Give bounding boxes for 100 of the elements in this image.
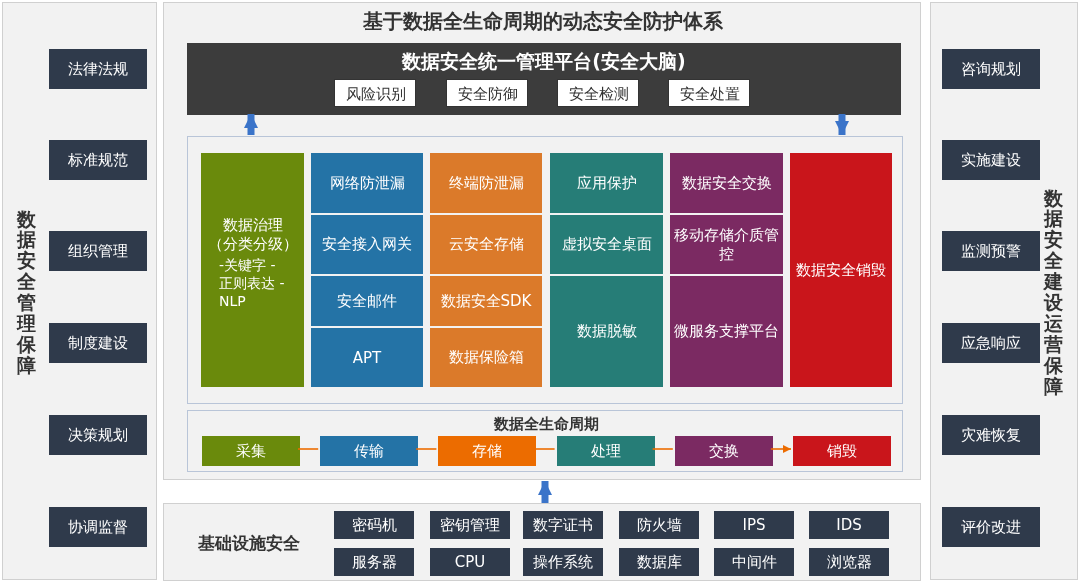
item-box	[714, 548, 794, 576]
module-box	[670, 153, 783, 213]
module-box	[201, 153, 304, 387]
side-panel	[2, 2, 157, 580]
box-label: 协调监督	[67, 516, 129, 538]
lifecycle-panel	[187, 410, 903, 472]
item-box	[523, 511, 603, 539]
module-box	[311, 153, 423, 213]
box-label: 监测预警	[960, 240, 1022, 262]
module-box	[430, 215, 542, 274]
box-label: 安全防御	[457, 83, 519, 105]
module-box	[670, 215, 783, 274]
item-box	[619, 511, 699, 539]
box-label: 密码机	[350, 514, 398, 536]
heading: 基于数据全生命周期的动态安全防护体系	[362, 7, 724, 35]
arrow	[770, 445, 792, 453]
module-box	[550, 153, 663, 213]
heading: 数据安全管理保障	[17, 208, 36, 376]
box-label: 数据安全交换	[680, 172, 773, 194]
item-box	[523, 548, 603, 576]
stage-box	[202, 436, 300, 466]
block-arrow	[244, 114, 258, 135]
box-label: 采集	[235, 440, 267, 462]
box-label: 咨询规划	[960, 58, 1022, 80]
box-label: 中间件	[730, 551, 778, 573]
keyword-list: -关键字 -正则表达 -NLP	[219, 257, 289, 317]
stage-box	[556, 436, 655, 466]
block-arrow	[835, 114, 849, 135]
box-label: 数据保险箱	[447, 347, 525, 368]
item-box	[49, 323, 147, 363]
heading: 数据安全建设运营保障	[1044, 187, 1063, 397]
module-box	[430, 276, 542, 326]
box-label: 交换	[707, 440, 740, 462]
module-box	[550, 215, 663, 274]
item-box	[714, 511, 794, 539]
platform-bar	[187, 43, 901, 115]
box-label: 销毁	[826, 440, 858, 462]
item-box	[942, 323, 1040, 363]
connector-line	[651, 448, 674, 450]
heading: 数据安全统一管理平台(安全大脑)	[401, 49, 687, 74]
box-label: 防火墙	[635, 514, 683, 536]
box-label: 风险识别	[345, 83, 407, 105]
stage-box	[438, 436, 537, 466]
box-label: 实施建设	[960, 149, 1022, 171]
item-box	[942, 415, 1040, 455]
stage-box	[793, 436, 891, 466]
module-panel	[187, 136, 903, 404]
connector-line	[415, 448, 438, 450]
box-label: 数据安全销毁	[795, 259, 887, 281]
module-box	[670, 276, 783, 387]
item-box	[49, 231, 147, 271]
module-box	[311, 328, 423, 387]
box-label: 安全邮件	[336, 290, 398, 312]
box-label: 安全接入网关	[321, 234, 413, 255]
side-panel	[930, 2, 1078, 580]
box-label: 虚拟安全桌面	[560, 234, 653, 255]
item-box	[334, 548, 414, 576]
heading: 数据全生命周期	[492, 413, 600, 435]
box-label: 安全检测	[568, 83, 630, 105]
box-label: 灾难恢复	[960, 424, 1022, 446]
item-box	[49, 140, 147, 180]
module-box	[550, 276, 663, 387]
module-box	[311, 276, 423, 326]
box-label: 服务器	[350, 551, 398, 573]
function-box	[446, 79, 528, 107]
item-box	[49, 415, 147, 455]
item-box	[942, 140, 1040, 180]
item-box	[334, 511, 414, 539]
box-label: 操作系统	[532, 551, 594, 573]
main-panel	[163, 2, 921, 480]
box-label: 移动存储介质管控	[674, 224, 779, 265]
module-box	[430, 153, 542, 213]
box-label: 组织管理	[67, 240, 129, 262]
heading: 基础设施安全	[197, 531, 301, 555]
item-box	[619, 548, 699, 576]
module-box	[790, 153, 892, 387]
box-label: 法律法规	[67, 58, 129, 80]
box-label: 数字证书	[532, 514, 594, 536]
box-label: 数据库	[635, 551, 683, 573]
box-label: 传输	[353, 440, 386, 462]
box-label: 浏览器	[825, 551, 873, 573]
box-label: 决策规划	[67, 424, 129, 446]
block-arrow	[538, 481, 552, 503]
box-label: 安全处置	[679, 83, 741, 105]
stage-box	[320, 436, 419, 466]
item-box	[49, 507, 147, 547]
stage-box	[674, 436, 773, 466]
box-label: 数据脱敏	[575, 321, 638, 342]
box-label: 云安全存储	[447, 234, 525, 255]
item-box	[430, 511, 510, 539]
box-label: 处理	[589, 440, 622, 462]
box-label: APT	[351, 347, 383, 369]
box-label: 制度建设	[67, 332, 129, 354]
item-box	[430, 548, 510, 576]
box-label: 评价改进	[960, 516, 1022, 538]
box-label: IDS	[835, 515, 863, 536]
function-box	[557, 79, 639, 107]
connector-line	[533, 448, 556, 450]
function-box	[668, 79, 750, 107]
item-box	[809, 548, 889, 576]
